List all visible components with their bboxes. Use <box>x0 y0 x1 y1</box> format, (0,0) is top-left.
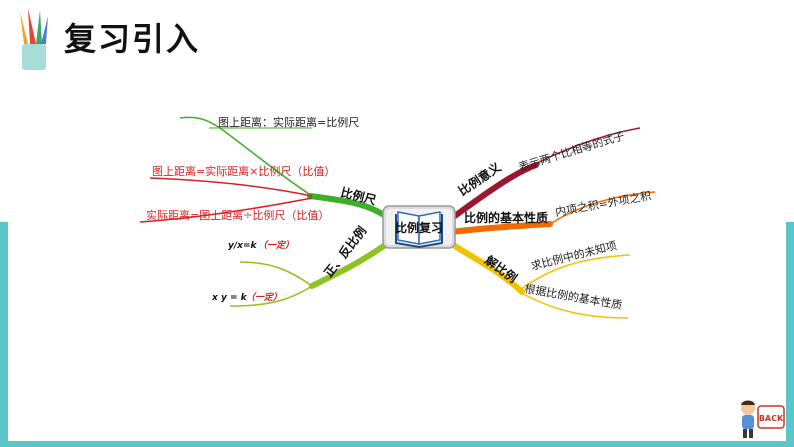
inverse-proportion-formula: x y = k <box>211 293 248 303</box>
meaning-label: 比例意义 <box>455 159 504 199</box>
branch-solve <box>449 241 525 295</box>
branch-ratio-scale <box>307 193 396 225</box>
ratio-scale-item-1: 图上距离：实际距离=比例尺 <box>218 115 359 129</box>
page-title: 复习引入 <box>64 20 201 58</box>
center-label: 比例复习 <box>395 220 443 235</box>
center-node: 比例复习 <box>382 205 456 249</box>
property-label: 比例的基本性质 <box>464 210 548 225</box>
subline-ratio-scale-1 <box>179 116 313 197</box>
meaning-item: 表示两个比相等的式子 <box>517 128 626 174</box>
pencil-cup-logo-icon <box>20 8 48 70</box>
subline-solve-2 <box>519 291 629 319</box>
back-button-label: BACK <box>759 414 784 423</box>
solve-item-2: 根据比例的基本性质 <box>523 281 623 312</box>
direct-proportion-formula: y/x=k <box>228 241 258 251</box>
solve-item-1: 求比例中的未知项 <box>529 238 618 273</box>
open-book-icon <box>395 211 443 249</box>
subline-ratio-scale-3 <box>139 197 313 223</box>
subline-proportion-2 <box>229 285 313 307</box>
branch-proportion <box>309 237 396 289</box>
ratio-scale-item-3: 实际距离=图上距离÷比例尺（比值） <box>146 208 329 222</box>
direct-proportion-note: （一定） <box>258 240 294 251</box>
back-button[interactable]: BACK <box>736 396 786 440</box>
subline-ratio-scale-2 <box>149 177 313 197</box>
branch-property <box>449 221 553 235</box>
ratio-scale-item-2: 图上距离=实际距离×比例尺（比值） <box>152 164 335 178</box>
subline-meaning <box>519 127 641 173</box>
property-item: 内项之积=外项之积 <box>554 188 652 219</box>
subline-solve-1 <box>519 254 631 291</box>
subline-property <box>549 191 656 225</box>
inverse-proportion-note: （一定） <box>246 292 282 303</box>
subline-proportion-1 <box>239 261 313 287</box>
